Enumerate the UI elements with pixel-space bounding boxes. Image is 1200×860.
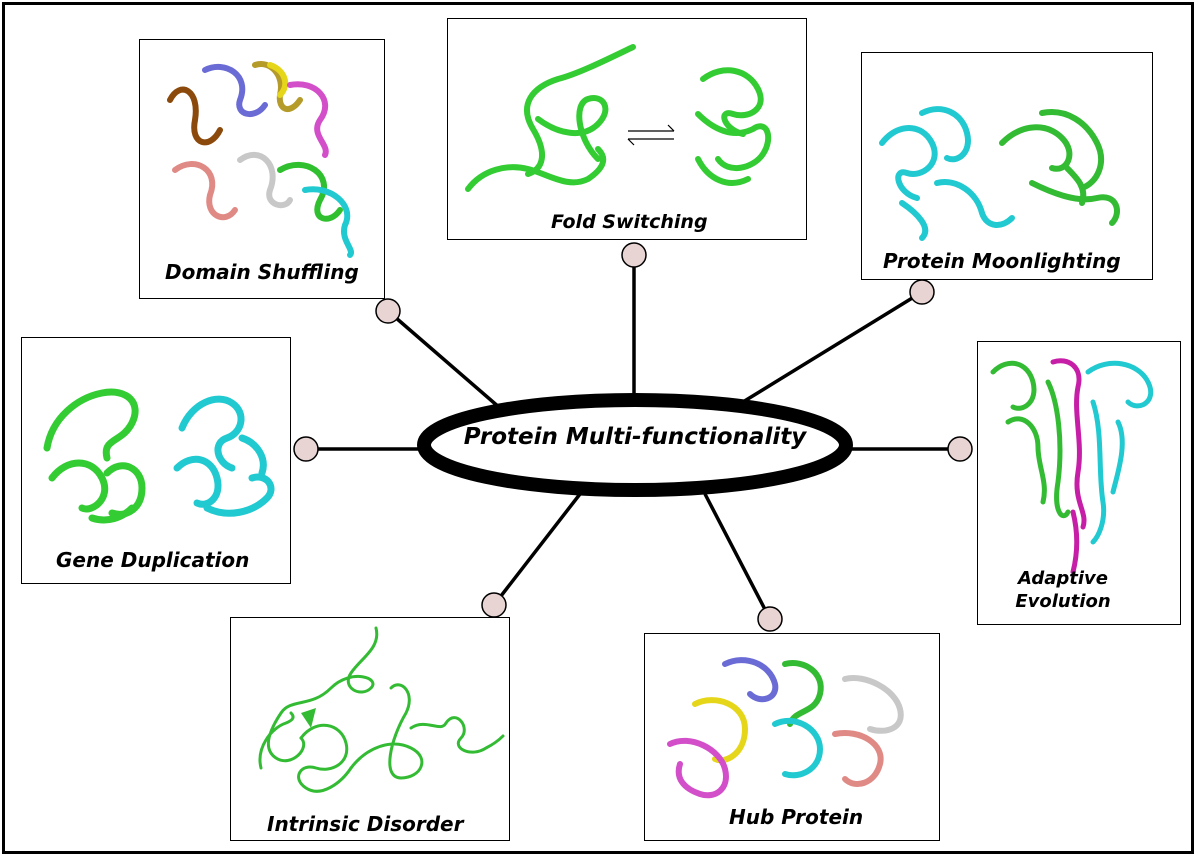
label-intrinsic-disorder: Intrinsic Disorder (267, 812, 464, 836)
label-domain-shuffling: Domain Shuffling (165, 260, 359, 284)
center-ellipse (417, 393, 853, 497)
box-gene-duplication: Gene Duplication (21, 337, 291, 584)
protein-structure-fold-switching (465, 44, 772, 192)
connector-line-hub-protein (703, 493, 772, 620)
label-adaptive-evolution-line2: Evolution (1015, 591, 1111, 612)
protein-structure-domain-shuffling (167, 61, 354, 258)
center-label: Protein Multi-functionality (463, 424, 807, 450)
label-fold-switching: Fold Switching (551, 211, 708, 233)
box-fold-switching: Fold Switching (447, 18, 807, 240)
connector-dot-protein-moonlighting (909, 279, 935, 305)
connector-line-intrinsic-disorder (492, 492, 582, 607)
protein-structure-gene-duplication (43, 388, 275, 524)
connector-lines (306, 255, 960, 620)
protein-structure-intrinsic-disorder (258, 626, 505, 793)
connector-dot-domain-shuffling (375, 298, 401, 324)
label-hub-protein: Hub Protein (729, 805, 864, 829)
label-gene-duplication: Gene Duplication (56, 548, 250, 572)
box-protein-moonlighting: Protein Moonlighting (861, 52, 1153, 280)
connector-line-protein-moonlighting (737, 290, 923, 407)
connector-dot-hub-protein (757, 606, 783, 632)
box-domain-shuffling: Domain Shuffling (139, 39, 385, 299)
label-adaptive-evolution-line1: Adaptive (1017, 568, 1108, 589)
box-adaptive-evolution: Adaptive Evolution (977, 341, 1181, 625)
label-protein-moonlighting: Protein Moonlighting (883, 249, 1121, 273)
connector-dot-adaptive-evolution (947, 436, 973, 462)
connector-dot-fold-switching (621, 242, 647, 268)
protein-structure-adaptive-evolution (990, 358, 1153, 575)
box-hub-protein: Hub Protein (644, 633, 940, 841)
protein-structure-hub-protein (667, 657, 904, 799)
box-intrinsic-disorder: Intrinsic Disorder (230, 617, 510, 841)
connector-dot-intrinsic-disorder (481, 592, 507, 618)
connector-dots (293, 242, 973, 632)
connector-line-domain-shuffling (386, 309, 502, 410)
connector-dot-gene-duplication (293, 436, 319, 462)
protein-structure-protein-moonlighting (879, 106, 1120, 241)
